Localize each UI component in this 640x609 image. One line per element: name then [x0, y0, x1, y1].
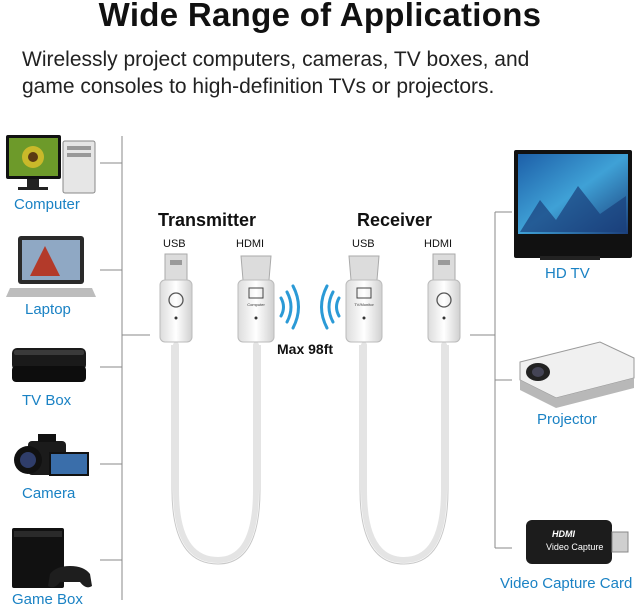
range-label: Max 98ft — [277, 341, 334, 357]
transmitter-usb-label: USB — [163, 238, 186, 250]
transmitter-plug-text: Computer — [247, 302, 265, 307]
source-label-camera: Camera — [22, 485, 76, 502]
camera-icon — [14, 434, 89, 476]
transmitter-hdmi-plug: Computer — [237, 255, 275, 343]
subtitle-line-2: game consoles to high-definition TVs or … — [22, 75, 495, 98]
transmitter-cable — [173, 342, 259, 564]
laptop-icon — [6, 236, 96, 297]
wifi-signal-in-icon — [320, 284, 341, 330]
capture-card-text: Video Capture — [546, 542, 603, 552]
computer-icon — [6, 135, 96, 194]
output-label-capture-card: Video Capture Card — [500, 575, 633, 592]
page-title: Wide Range of Applications — [98, 0, 542, 33]
transmitter-hdmi-label: HDMI — [236, 238, 265, 250]
output-label-hd-tv: HD TV — [545, 265, 590, 282]
tv-icon — [514, 150, 632, 260]
source-label-laptop: Laptop — [25, 301, 71, 318]
projector-icon — [519, 341, 635, 408]
source-label-game-box: Game Box — [12, 591, 83, 608]
capture-card-brand: HDMI — [552, 529, 575, 539]
game-console-icon — [12, 528, 92, 588]
transmitter-cable-outline — [171, 345, 261, 565]
tv-box-icon — [12, 348, 86, 382]
receiver-title: Receiver — [357, 210, 433, 230]
receiver-cable — [361, 342, 447, 564]
source-label-tv-box: TV Box — [22, 392, 72, 409]
right-connector-lines — [470, 211, 512, 549]
receiver-usb-label: USB — [352, 238, 375, 250]
subtitle-line-1: Wirelessly project computers, cameras, T… — [22, 48, 530, 71]
receiver-usb-plug — [427, 253, 461, 343]
transmitter-usb-plug — [159, 253, 193, 343]
receiver-hdmi-label: HDMI — [424, 238, 453, 250]
receiver-hdmi-plug: TV/Monitor — [345, 255, 383, 343]
capture-card-icon: HDMI Video Capture — [526, 520, 629, 564]
page-subtitle: Wirelessly project computers, cameras, T… — [22, 46, 632, 100]
output-label-projector: Projector — [537, 411, 598, 428]
transmitter-title: Transmitter — [158, 210, 257, 230]
left-connector-lines — [100, 136, 150, 600]
receiver-plug-text: TV/Monitor — [354, 302, 374, 307]
wifi-signal-out-icon — [279, 284, 300, 330]
source-label-computer: Computer — [14, 196, 80, 213]
receiver-cable-outline — [359, 345, 449, 565]
